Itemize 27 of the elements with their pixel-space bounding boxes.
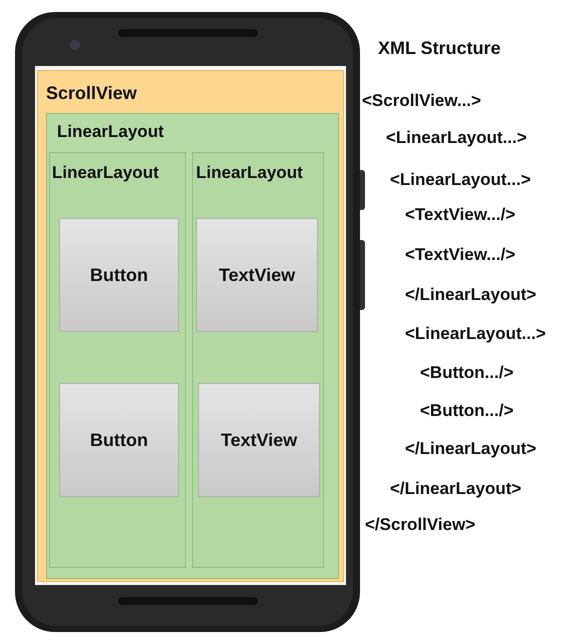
widget-box bbox=[59, 383, 179, 497]
xml-tag-line: <LinearLayout...> bbox=[405, 324, 546, 344]
layout-name: LinearLayout bbox=[196, 163, 303, 183]
widget-name: Button bbox=[90, 430, 148, 450]
xml-tag-line: <Button.../> bbox=[420, 401, 514, 421]
widget-name: TextView bbox=[218, 264, 296, 286]
xml-tag-line: </LinearLayout> bbox=[390, 479, 522, 499]
xml-tag-line: <LinearLayout...> bbox=[386, 128, 527, 148]
xml-tag-line: <TextView.../> bbox=[405, 205, 516, 225]
layout-name: LinearLayout bbox=[57, 122, 164, 142]
xml-tag-line: <Button.../> bbox=[420, 363, 514, 383]
layout-name: LinearLayout bbox=[52, 163, 159, 183]
widget-name: Button bbox=[90, 264, 148, 286]
xml-tag-line: </LinearLayout> bbox=[405, 285, 536, 305]
heading: XML Structure bbox=[378, 38, 501, 59]
layout-panel bbox=[192, 152, 324, 568]
xml-tag-line: </ScrollView> bbox=[365, 515, 476, 535]
xml-tag-line: <ScrollView...> bbox=[362, 91, 482, 111]
layout-name: ScrollView bbox=[46, 83, 137, 104]
widget-box bbox=[198, 383, 320, 497]
layout-panel bbox=[49, 152, 186, 568]
widget-box bbox=[59, 218, 179, 332]
xml-tag-line: <TextView.../> bbox=[405, 245, 516, 265]
xml-tag-line: <LinearLayout...> bbox=[390, 170, 531, 190]
widget-box bbox=[196, 218, 318, 332]
xml-tag-line: </LinearLayout> bbox=[405, 439, 536, 459]
widget-name: TextView bbox=[220, 430, 298, 450]
